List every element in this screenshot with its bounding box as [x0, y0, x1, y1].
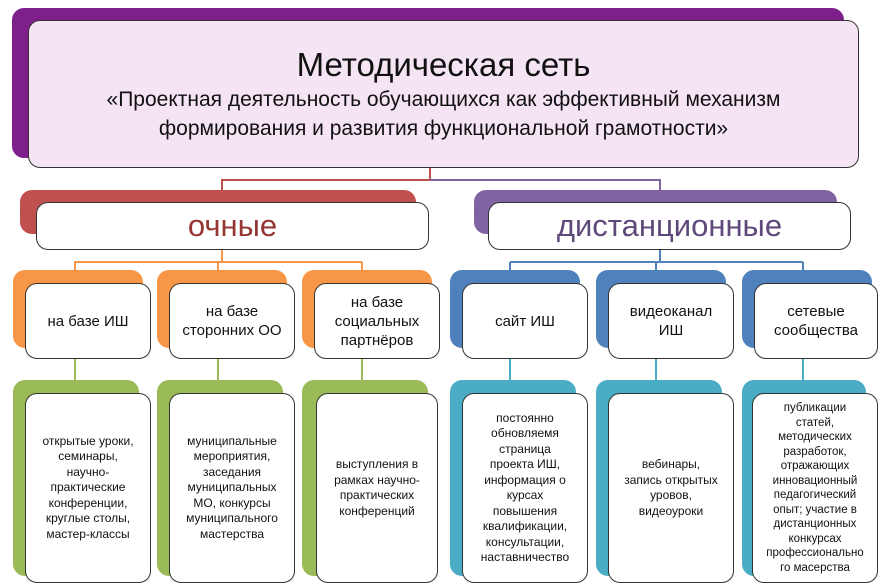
sub-label: видеоканал ИШ	[629, 303, 713, 339]
leaf-text: выступления в рамках научно- практически…	[334, 457, 420, 518]
leaf-box-2: муниципальные мероприятия, заседания мун…	[169, 393, 295, 583]
sub-box-videokanal: видеоканал ИШ	[608, 283, 734, 359]
leaf-text: муниципальные мероприятия, заседания мун…	[186, 433, 278, 541]
sub-box-setevye: сетевые сообщества	[754, 283, 878, 359]
sub-label: на базе сторонних ОО	[182, 303, 282, 339]
sub-box-storonnie-oo: на базе сторонних ОО	[169, 283, 295, 359]
title-main: Методическая сеть	[296, 46, 591, 83]
sub-box-sait-ish: сайт ИШ	[462, 283, 588, 359]
title-line-2: формирования и развития функциональной г…	[158, 117, 729, 140]
leaf-text: открытые уроки, семинары, научно- практи…	[42, 433, 134, 541]
leaf-text: постоянно обновляемя страница проекта ИШ…	[480, 410, 570, 565]
leaf-text: вебинары, запись открытых уровов, видеоу…	[624, 457, 718, 518]
connector-title-ochnye	[221, 168, 431, 192]
sub-box-baza-ish: на базе ИШ	[25, 283, 151, 359]
sub-label: на базе социальных партнёров	[334, 293, 420, 349]
title-box: Методическая сеть «Проектная деятельност…	[28, 20, 859, 168]
sub-label: сетевые сообщества	[774, 303, 858, 339]
leaf-box-6: публикации статей, методических разработ…	[752, 393, 878, 583]
leaf-box-4: постоянно обновляемя страница проекта ИШ…	[462, 393, 588, 583]
connector-title-distant	[430, 179, 661, 192]
sub-label: на базе ИШ	[47, 312, 129, 330]
leaf-box-5: вебинары, запись открытых уровов, видеоу…	[608, 393, 734, 583]
category-ochnye-label: очные	[187, 208, 278, 243]
leaf-box-3: выступления в рамках научно- практически…	[316, 393, 438, 583]
leaf-box-1: открытые уроки, семинары, научно- практи…	[25, 393, 151, 583]
category-distant-label: дистанционные	[556, 208, 783, 243]
category-distant: дистанционные	[488, 202, 851, 250]
sub-box-partnery: на базе социальных партнёров	[314, 283, 440, 359]
sub-label: сайт ИШ	[495, 312, 555, 330]
category-ochnye: очные	[36, 202, 429, 250]
title-line-1: «Проектная деятельность обучающихся как …	[106, 88, 781, 111]
connector-ochnye-subs	[74, 250, 223, 270]
leaf-text: публикации статей, методических разработ…	[766, 402, 864, 574]
